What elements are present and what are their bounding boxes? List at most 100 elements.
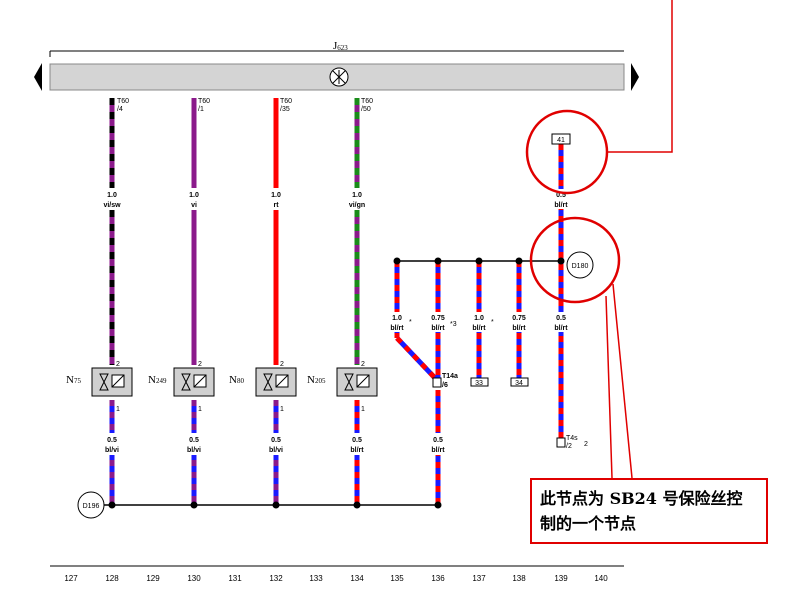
- wire-label-134-upper: 1.0 vi/gn: [349, 192, 365, 209]
- svg-text:vi/sw: vi/sw: [103, 202, 121, 209]
- connector-t60-4: T60 /4: [117, 98, 129, 113]
- svg-text:bl/vi: bl/vi: [187, 447, 201, 454]
- svg-text:bl/rt: bl/rt: [431, 447, 445, 454]
- wire-label-130-upper: 1.0 vi: [189, 192, 199, 209]
- svg-text:140: 140: [594, 574, 608, 583]
- svg-text:130: 130: [187, 574, 201, 583]
- svg-text:128: 128: [105, 574, 119, 583]
- branch-label-136: 0.75 bl/rt *3: [431, 315, 457, 332]
- wire-label-132-upper: 1.0 rt: [271, 192, 281, 209]
- svg-text:2: 2: [198, 361, 202, 368]
- svg-text:132: 132: [269, 574, 283, 583]
- svg-text:0.5: 0.5: [352, 437, 362, 444]
- valve-n80[interactable]: [255, 367, 297, 397]
- connector-t14a[interactable]: T14a /6: [432, 373, 458, 389]
- svg-text:133: 133: [309, 574, 323, 583]
- ground-nodes: [108, 501, 442, 509]
- svg-text:bl/rt: bl/rt: [554, 202, 568, 209]
- svg-text:*3: *3: [450, 321, 457, 328]
- arrow-left-icon[interactable]: [34, 63, 42, 91]
- svg-text:41: 41: [557, 137, 565, 144]
- svg-text:137: 137: [472, 574, 486, 583]
- arrow-right-icon[interactable]: [631, 63, 639, 91]
- svg-text:T60: T60: [361, 98, 373, 105]
- svg-text:1.0: 1.0: [352, 192, 362, 199]
- svg-text:0.5: 0.5: [107, 437, 117, 444]
- callout-leader-lines: [605, 0, 673, 479]
- svg-text:134: 134: [350, 574, 364, 583]
- svg-text:bl/rt: bl/rt: [390, 325, 404, 332]
- column-numbers: 127 128 129 130 131 132 133 134 135 136 …: [64, 574, 608, 583]
- branch-label-135: 1.0 bl/rt *: [390, 315, 412, 332]
- svg-text:bl/vi: bl/vi: [105, 447, 119, 454]
- branch-label-138: 0.75 bl/rt: [512, 315, 526, 332]
- svg-text:vi/gn: vi/gn: [349, 202, 365, 209]
- svg-text:bl/vi: bl/vi: [269, 447, 283, 454]
- svg-text:/6: /6: [442, 382, 448, 389]
- svg-text:bl/rt: bl/rt: [512, 325, 526, 332]
- valve-label-n205: N205: [307, 374, 326, 386]
- wire-label-132-lower: 0.5 bl/vi: [269, 437, 283, 454]
- svg-text:1: 1: [361, 406, 365, 413]
- svg-text:vi: vi: [191, 202, 197, 209]
- valve-label-n75: N75: [66, 374, 81, 386]
- svg-text:127: 127: [64, 574, 78, 583]
- svg-text:1.0: 1.0: [271, 192, 281, 199]
- connector-t4s[interactable]: T4s /2 2: [556, 435, 588, 450]
- connector-t60-50: T60 /50: [361, 98, 373, 113]
- valve-label-n80: N80: [229, 374, 244, 386]
- wire-label-139-lower: 0.5 bl/rt: [554, 315, 568, 332]
- svg-text:T4s: T4s: [566, 435, 578, 442]
- svg-text:bl/rt: bl/rt: [554, 325, 568, 332]
- svg-text:T60: T60: [198, 98, 210, 105]
- svg-text:rt: rt: [273, 202, 279, 209]
- ground-point-d196[interactable]: D196: [77, 491, 105, 519]
- svg-text:0.5: 0.5: [556, 192, 566, 199]
- annotation-text: 此节点为 SB24 号保险丝控制的一个节点: [540, 489, 743, 533]
- svg-text:135: 135: [390, 574, 404, 583]
- svg-text:1.0: 1.0: [107, 192, 117, 199]
- svg-text:0.5: 0.5: [556, 315, 566, 322]
- svg-text:2: 2: [280, 361, 284, 368]
- terminal-box-41[interactable]: 41: [551, 133, 571, 145]
- svg-text:34: 34: [515, 380, 523, 387]
- wire-label-130-lower: 0.5 bl/vi: [187, 437, 201, 454]
- branch-label-137: 1.0 bl/rt *: [472, 315, 494, 332]
- svg-text:2: 2: [361, 361, 365, 368]
- valve-n205[interactable]: [336, 367, 378, 397]
- svg-text:139: 139: [554, 574, 568, 583]
- svg-text:138: 138: [512, 574, 526, 583]
- svg-text:0.5: 0.5: [433, 437, 443, 444]
- valve-n75[interactable]: [91, 367, 133, 397]
- wire-label-128-lower: 0.5 bl/vi: [105, 437, 119, 454]
- ground-point-d180[interactable]: D180: [566, 251, 594, 279]
- svg-text:/4: /4: [117, 106, 123, 113]
- terminal-box-34[interactable]: 34: [510, 377, 529, 387]
- terminal-box-33[interactable]: 33: [470, 377, 489, 387]
- svg-text:bl/rt: bl/rt: [350, 447, 364, 454]
- svg-text:0.75: 0.75: [512, 315, 526, 322]
- callout-circle-upper: [525, 109, 609, 195]
- wire-label-128-upper: 1.0 vi/sw: [103, 192, 121, 209]
- svg-text:136: 136: [431, 574, 445, 583]
- svg-text:129: 129: [146, 574, 160, 583]
- svg-text:1: 1: [280, 406, 284, 413]
- valve-n249[interactable]: [173, 367, 215, 397]
- valve-label-n249: N249: [148, 374, 167, 386]
- connector-t60-35: T60 /35: [280, 98, 292, 113]
- svg-text:*: *: [409, 319, 412, 326]
- svg-text:2: 2: [584, 441, 588, 448]
- callout-circle-lower: [529, 216, 621, 304]
- svg-text:T60: T60: [280, 98, 292, 105]
- wire-label-136-lower: 0.5 bl/rt: [431, 437, 445, 454]
- svg-text:0.5: 0.5: [189, 437, 199, 444]
- connector-t60-1: T60 /1: [198, 98, 210, 113]
- svg-text:0.5: 0.5: [271, 437, 281, 444]
- branch-nodes: [393, 257, 565, 265]
- svg-text:T14a: T14a: [442, 373, 458, 380]
- svg-text:2: 2: [116, 361, 120, 368]
- wire-label-134-lower: 0.5 bl/rt: [350, 437, 364, 454]
- valve-pin-numbers: 2 1 2 1 2 1 2 1: [116, 361, 365, 413]
- wire-label-139-upper: 0.5 bl/rt: [554, 192, 568, 209]
